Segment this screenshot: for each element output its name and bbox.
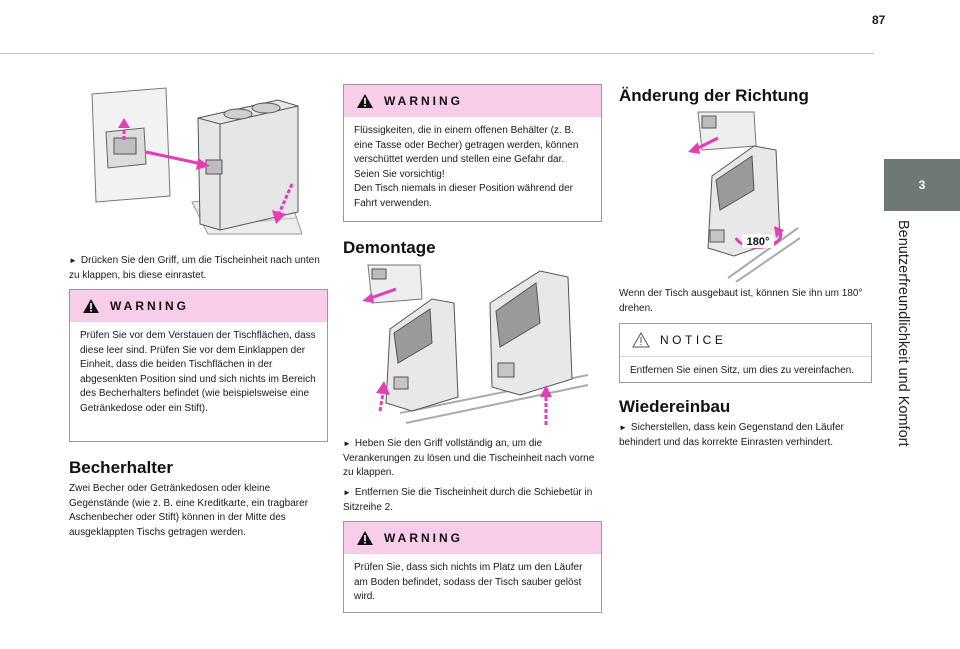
- arrow-right-icon: ►: [69, 256, 77, 265]
- warning-box-runner: WARNING Prüfen Sie, dass sich nichts im …: [343, 521, 602, 613]
- page-number: 87: [872, 13, 886, 27]
- notice-header: NOTICE: [620, 324, 871, 357]
- wiedereinbau-step-1: ►Sicherstellen, dass kein Gegenstand den…: [619, 422, 844, 448]
- chapter-title: Benutzerfreundlichkeit und Komfort: [895, 220, 911, 447]
- notice-triangle-icon: [632, 332, 650, 348]
- warning-triangle-icon: [356, 530, 374, 546]
- heading-becherhalter: Becherhalter: [69, 458, 173, 477]
- warning-text: Prüfen Sie vor dem Verstauen der Tischfl…: [80, 330, 316, 414]
- arrow-right-icon: ►: [619, 423, 627, 432]
- warning-triangle-icon: [82, 298, 100, 314]
- chapter-tab[interactable]: 3: [884, 159, 960, 211]
- warning-box-stow: WARNING Prüfen Sie vor dem Verstauen der…: [69, 289, 328, 442]
- becherhalter-text: Zwei Becher oder Getränkedosen oder klei…: [69, 483, 309, 538]
- warning-header: WARNING: [70, 290, 327, 322]
- heading-richtung: Änderung der Richtung: [619, 86, 809, 105]
- heading-demontage: Demontage: [343, 238, 436, 257]
- demontage-step-1: ►Heben Sie den Griff vollständig an, um …: [343, 438, 595, 478]
- richtung-text: Wenn der Tisch ausgebaut ist, können Sie…: [619, 288, 863, 314]
- fig-caption-fold: ►Drücken Sie den Griff, um die Tischeinh…: [69, 255, 320, 281]
- warning-text: Prüfen Sie, dass sich nichts im Platz um…: [354, 562, 583, 602]
- warning-header: WARNING: [344, 85, 601, 117]
- warning-header: WARNING: [344, 522, 601, 554]
- notice-text: Entfernen Sie einen Sitz, um dies zu ver…: [630, 365, 855, 376]
- rotation-badge: 180°: [747, 236, 770, 248]
- header-rule: [0, 53, 874, 54]
- figure-rotate: 180°: [688, 110, 800, 282]
- warning-box-liquids: WARNING Flüssigkeiten, die in einem offe…: [343, 84, 602, 222]
- arrow-right-icon: ►: [343, 488, 351, 497]
- heading-wiedereinbau: Wiedereinbau: [619, 397, 731, 416]
- warning-text: Flüssigkeiten, die in einem offenen Behä…: [354, 125, 579, 209]
- demontage-step-2: ►Entfernen Sie die Tischeinheit durch di…: [343, 487, 593, 513]
- figure-demontage: [360, 263, 590, 433]
- arrow-right-icon: ►: [343, 439, 351, 448]
- notice-box: NOTICE Entfernen Sie einen Sitz, um dies…: [619, 323, 872, 383]
- warning-triangle-icon: [356, 93, 374, 109]
- figure-fold-down: [88, 84, 316, 236]
